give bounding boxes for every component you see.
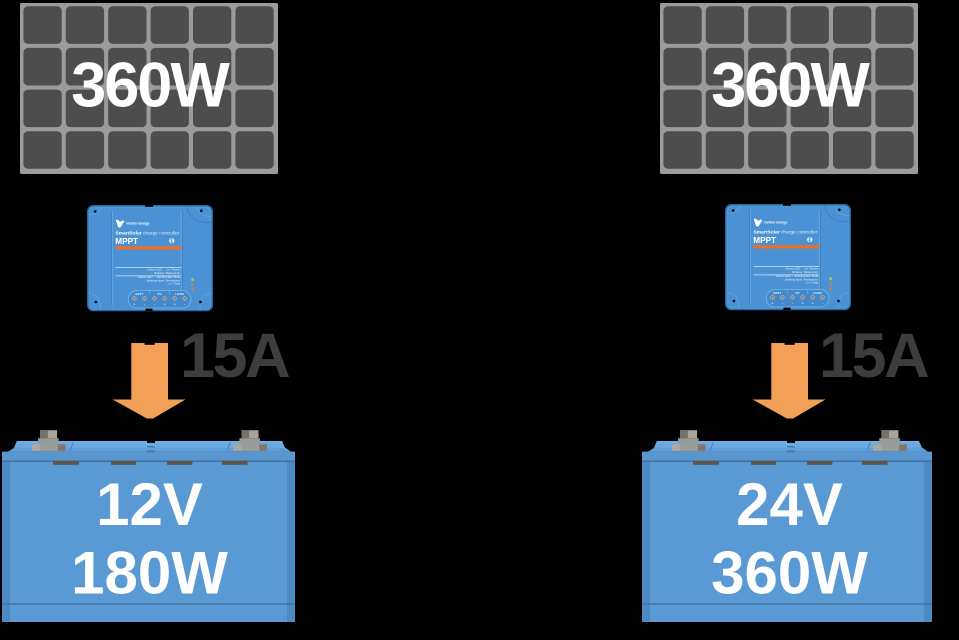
svg-text:+: + [164, 302, 166, 306]
svg-text:: on Float: : on Float [166, 281, 180, 285]
svg-text:Yellow LED : blinking fast: Yellow LED : blinking fast Bulk [137, 275, 180, 279]
svg-text:LOAD: LOAD [813, 291, 822, 295]
svg-text:-: - [792, 301, 793, 305]
svg-text:+: + [771, 301, 773, 305]
svg-text:: on Float: : on Float [804, 281, 818, 285]
svg-text:MPPT: MPPT [115, 236, 138, 245]
svg-text:24V: 24V [736, 471, 843, 538]
svg-text:+: + [133, 302, 135, 306]
svg-text:: blinking slow Absorption: : blinking slow Absorption [782, 277, 818, 281]
svg-text:+: + [174, 302, 176, 306]
svg-text:Yellow LED : blinking fast: Yellow LED : blinking fast Bulk [775, 274, 818, 278]
svg-text:SmartSolar charge controller: SmartSolar charge controller [116, 230, 180, 236]
svg-text:BATT: BATT [774, 291, 782, 295]
svg-text:PV: PV [157, 291, 161, 295]
svg-text:-: - [782, 301, 783, 305]
svg-text:: blinking BatteryLife: : blinking BatteryLife [151, 271, 180, 275]
svg-text:: blinking slow Absorption: : blinking slow Absorption [144, 278, 180, 282]
svg-text:-: - [822, 301, 823, 305]
svg-text:+: + [812, 301, 814, 305]
svg-text:PV: PV [795, 291, 799, 295]
svg-text:12V: 12V [96, 471, 203, 538]
svg-text:+: + [802, 301, 804, 305]
svg-text:MPPT: MPPT [753, 236, 776, 245]
svg-text:: blinking BatteryLife: : blinking BatteryLife [789, 270, 818, 274]
svg-text:Green LED : on Power: Green LED : on Power [147, 267, 180, 271]
svg-text:180W: 180W [71, 540, 228, 607]
svg-text:LOAD: LOAD [175, 291, 184, 295]
svg-text:SmartSolar charge controller: SmartSolar charge controller [754, 229, 818, 235]
svg-text:-: - [144, 302, 145, 306]
svg-text:Green LED : on Power: Green LED : on Power [785, 267, 818, 271]
svg-text:360W: 360W [71, 50, 230, 120]
svg-text:victron energy: victron energy [126, 221, 150, 225]
svg-text:-: - [154, 302, 155, 306]
svg-text:360W: 360W [711, 540, 868, 607]
svg-text:victron energy: victron energy [764, 220, 788, 224]
svg-text:BATT: BATT [136, 291, 144, 295]
svg-text:360W: 360W [711, 50, 870, 120]
svg-text:-: - [184, 302, 185, 306]
